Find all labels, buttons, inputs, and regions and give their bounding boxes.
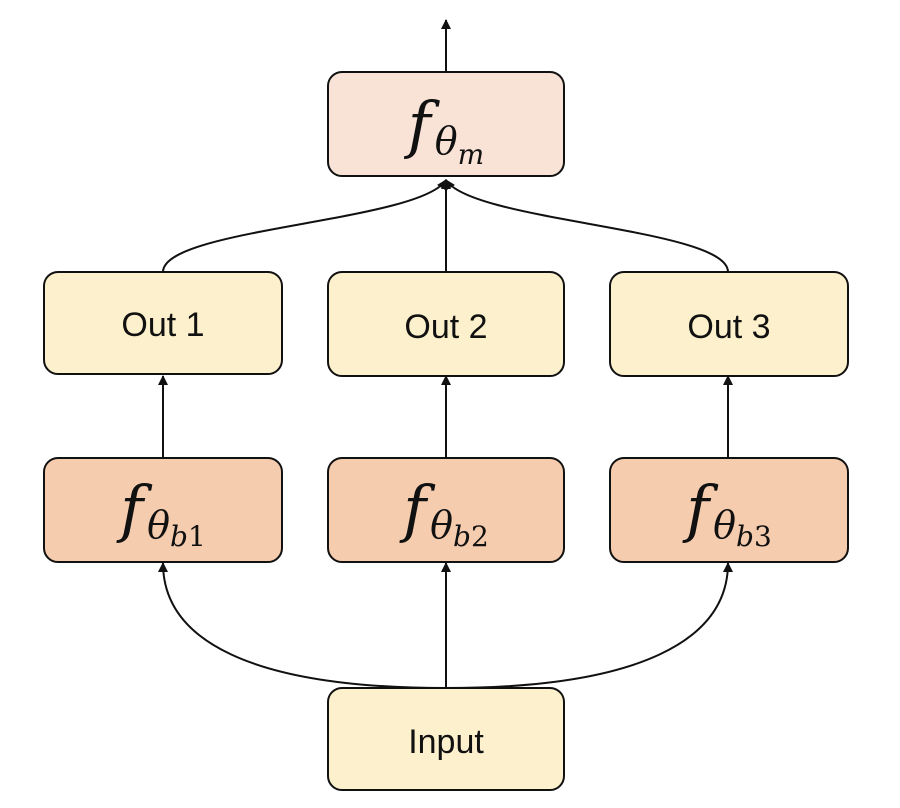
out-1-label: Out 1 [121, 306, 204, 344]
out-node-1: Out 1 [43, 271, 283, 375]
out-3-box [609, 271, 849, 377]
out-2-box [327, 271, 565, 377]
input-node: Input [327, 687, 565, 791]
merge-head-box [327, 71, 565, 177]
edges [158, 19, 733, 689]
input-box [327, 687, 565, 791]
edge-input-branch3 [445, 562, 733, 689]
branch-1-box [43, 457, 283, 563]
input-label: Input [408, 723, 484, 761]
out-2-label: Out 2 [404, 308, 487, 346]
out-node-2: Out 2 [327, 271, 565, 377]
out-node-3: Out 3 [609, 271, 849, 377]
branch-3-box [609, 457, 849, 563]
edge-out1-merge [162, 179, 447, 273]
branch-2-box [327, 457, 565, 563]
out-1-box [43, 271, 283, 375]
out-3-label: Out 3 [687, 308, 770, 346]
edge-input-branch1 [158, 562, 447, 689]
edge-out3-merge [445, 179, 729, 273]
